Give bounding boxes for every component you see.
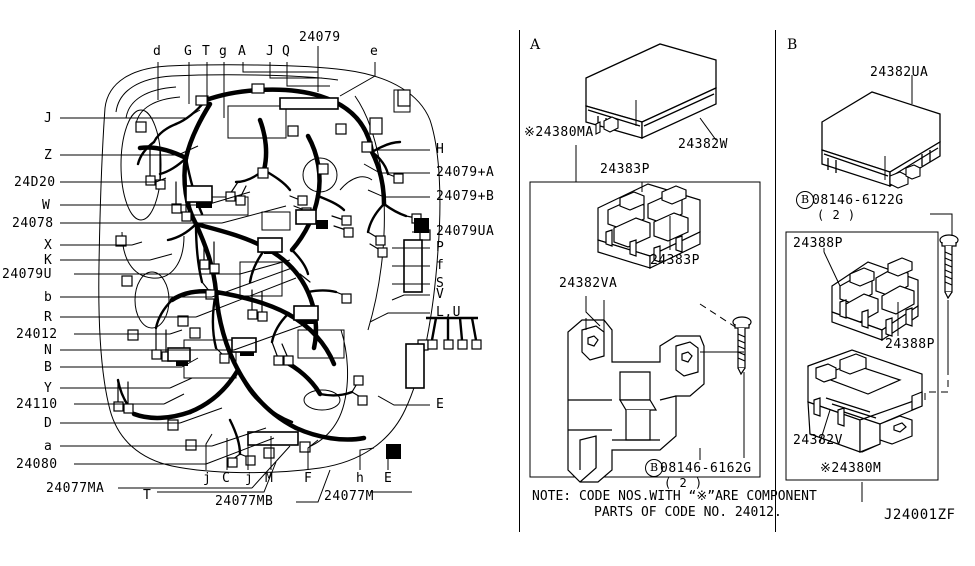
label-right-H: H <box>436 142 445 157</box>
label-left-J: J <box>44 111 53 126</box>
label-left-Y: Y <box>44 381 53 396</box>
label-bottom-j1: j <box>203 471 212 486</box>
label-left-24D20: 24D20 <box>14 175 56 190</box>
label-right-f: f <box>436 258 445 273</box>
label-bottom-24077MB: 24077MB <box>215 494 274 509</box>
drawing-code: J24001ZF <box>884 507 956 523</box>
label-08146-6162G: 08146-6162G <box>660 461 752 476</box>
label-top-T: T <box>202 44 211 59</box>
label-24382VA: 24382VA <box>559 276 618 291</box>
label-left-X: X <box>44 238 53 253</box>
label-right-P: P <box>436 240 445 255</box>
label-bottom-C: C <box>222 471 231 486</box>
label-right-LU: L,U <box>436 305 461 320</box>
label-24382V: 24382V <box>793 433 843 448</box>
label-bottom-F: F <box>304 471 313 486</box>
label-24388P-left: 24388P <box>793 236 843 251</box>
label-24383P-top: 24383P <box>600 162 650 177</box>
label-top-A: A <box>238 44 247 59</box>
label-left-D: D <box>44 416 53 431</box>
label-left-Z: Z <box>44 148 53 163</box>
label-right-E: E <box>436 397 445 412</box>
label-08146-6162G-qty: ( 2 ) <box>664 476 703 490</box>
label-right-24079A: 24079+A <box>436 165 495 180</box>
label-bottom-h: h <box>356 471 365 486</box>
label-left-R: R <box>44 310 53 325</box>
label-24380MA: ※24380MA <box>524 125 594 140</box>
label-left-B: B <box>44 360 53 375</box>
label-left-24080: 24080 <box>16 457 58 472</box>
screw-marker-b-b: B <box>796 191 814 209</box>
label-left-24012: 24012 <box>16 327 58 342</box>
label-harness-code: 24079 <box>299 30 341 45</box>
label-24383P-bottom: 24383P <box>650 253 700 268</box>
label-24388P-right: 24388P <box>885 337 935 352</box>
label-bottom-24077M: 24077M <box>324 489 374 504</box>
label-top-d: d <box>153 44 162 59</box>
label-bottom-E: E <box>384 471 393 486</box>
panel-b-letter: B <box>787 37 798 53</box>
label-left-24077MA: 24077MA <box>46 481 105 496</box>
label-left-b: b <box>44 290 53 305</box>
screw-marker-b-a: B <box>645 459 663 477</box>
label-right-V: V <box>436 287 445 302</box>
label-24382UA: 24382UA <box>870 65 929 80</box>
label-left-K: K <box>44 253 53 268</box>
label-right-24079UA: 24079UA <box>436 224 495 239</box>
note-line-2: PARTS OF CODE NO. 24012. <box>594 505 782 520</box>
label-top-G: G <box>184 44 193 59</box>
label-right-S: S <box>436 276 445 291</box>
label-bottom-M: M <box>265 471 274 486</box>
label-left-24078: 24078 <box>12 216 54 231</box>
panel-divider-a <box>519 30 520 532</box>
label-top-e: e <box>370 44 379 59</box>
label-top-J: J <box>266 44 275 59</box>
label-left-a: a <box>44 439 53 454</box>
label-left-24110: 24110 <box>16 397 58 412</box>
label-08146-6122G-qty: ( 2 ) <box>817 208 856 222</box>
label-24380M: ※24380M <box>820 461 882 476</box>
label-left-N: N <box>44 343 53 358</box>
label-08146-6122G: 08146-6122G <box>812 193 904 208</box>
label-left-W: W <box>42 198 51 213</box>
label-bottom-T: T <box>143 488 152 503</box>
panel-divider-b <box>775 30 776 532</box>
label-24382W: 24382W <box>678 137 728 152</box>
label-left-24079U: 24079U <box>2 267 52 282</box>
label-top-Q: Q <box>282 44 291 59</box>
label-bottom-j2: j <box>245 471 254 486</box>
note-line-1: NOTE: CODE NOS.WITH “※”ARE COMPONENT <box>532 489 817 504</box>
label-right-24079B: 24079+B <box>436 189 495 204</box>
label-top-g: g <box>219 44 228 59</box>
panel-a-letter: A <box>530 37 541 53</box>
